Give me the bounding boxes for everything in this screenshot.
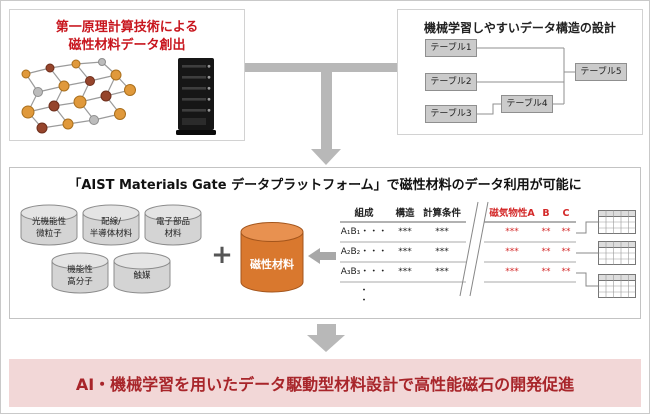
merge-arrow-vbar [321, 63, 332, 149]
data-table-grid-lines [340, 201, 598, 297]
schema-table-5: テーブル5 [575, 63, 627, 81]
server-icon [176, 58, 216, 135]
table-ellipsis-dot: ・ [359, 286, 369, 296]
cylinder-label-line1: 電子部品 [155, 217, 190, 228]
row2-mag-c: ** [561, 247, 571, 257]
row2-composition: A₂B₂・・・ [340, 247, 388, 257]
cylinder-label-line2: 微粒子 [36, 228, 62, 239]
mini-table-icon [598, 274, 636, 298]
down-arrow-head [307, 335, 345, 352]
schema-connector-lines [477, 47, 575, 115]
col-header-composition: 組成 [354, 208, 374, 219]
first-principles-box: 第一原理計算技術による 磁性材料データ創出 [9, 9, 245, 141]
first-principles-title: 第一原理計算技術による 磁性材料データ創出 [10, 19, 244, 55]
cylinder-label-line1: 光機能性 [31, 217, 66, 228]
first-principles-title-line2: 磁性材料データ創出 [68, 38, 186, 54]
plus-sign: + [211, 240, 233, 270]
cylinder-label-line2: 材料 [164, 228, 182, 239]
row3-mag-b: ** [541, 267, 551, 277]
database-cylinder-icon [113, 252, 171, 294]
cylinder-label: 配線/ 半導体材料 [82, 213, 140, 244]
row1-conditions: *** [435, 227, 449, 237]
database-cylinder-icon [20, 204, 78, 246]
col-header-structure: 構造 [395, 208, 415, 219]
data-structure-box: 機械学習しやすいデータ構造の設計 テーブル1 テーブル2 テーブル3 テーブル4… [397, 9, 643, 135]
col-header-magnetic-b: B [542, 208, 550, 219]
data-structure-title: 機械学習しやすいデータ構造の設計 [424, 21, 616, 35]
table-ellipsis-dot: ・ [359, 296, 369, 306]
conclusion-banner: AI・機械学習を用いたデータ駆動型材料設計で高性能磁石の開発促進 [9, 359, 641, 407]
row3-conditions: *** [435, 267, 449, 277]
col-header-magnetic-a: 磁気物性A [489, 208, 535, 219]
cylinder-label: 機能性 高分子 [51, 261, 109, 292]
schema-table-4: テーブル4 [501, 95, 553, 113]
merge-arrow-head [311, 149, 341, 165]
col-header-conditions: 計算条件 [422, 208, 461, 219]
cylinder-label-line2: 高分子 [67, 276, 93, 287]
database-cylinder-electronic-parts: 電子部品 材料 [144, 204, 202, 246]
platform-title: 「AIST Materials Gate データプラットフォーム」で磁性材料のデ… [68, 178, 582, 193]
row1-composition: A₁B₁・・・ [340, 227, 388, 237]
first-principles-title-line1: 第一原理計算技術による [55, 20, 199, 35]
row3-mag-c: ** [561, 267, 571, 277]
platform-box: 「AIST Materials Gate データプラットフォーム」で磁性材料のデ… [9, 167, 641, 319]
magnet-cylinder-label: 磁性材料 [240, 238, 304, 292]
schema-table-2: テーブル2 [425, 73, 477, 91]
row1-mag-a: *** [505, 227, 519, 237]
cylinder-label: 触媒 [113, 261, 171, 292]
cylinder-label-line1: 配線/ [101, 217, 121, 228]
cylinder-label-line1: 機能性 [67, 265, 93, 276]
database-cylinder-icon [144, 204, 202, 246]
mini-table-icon [598, 241, 636, 265]
row3-composition: A₃B₃・・・ [340, 267, 388, 277]
database-cylinder-icon [51, 252, 109, 294]
magnetic-materials-cylinder: 磁性材料 [240, 222, 304, 294]
crystal-structure-icon [21, 58, 136, 134]
mini-table-icon [598, 210, 636, 234]
magnet-label-text: 磁性材料 [250, 257, 294, 271]
row2-mag-a: *** [505, 247, 519, 257]
cylinder-label: 電子部品 材料 [144, 213, 202, 244]
row1-mag-b: ** [541, 227, 551, 237]
row1-structure: *** [398, 227, 412, 237]
database-cylinder-functional-polymer: 機能性 高分子 [51, 252, 109, 294]
row1-mag-c: ** [561, 227, 571, 237]
database-cylinder-photo-particles: 光機能性 微粒子 [20, 204, 78, 246]
row2-mag-b: ** [541, 247, 551, 257]
schema-table-3: テーブル3 [425, 105, 477, 123]
magnet-database-cylinder-icon [240, 222, 304, 293]
database-cylinder-icon [82, 204, 140, 246]
row2-structure: *** [398, 247, 412, 257]
left-arrow-head [308, 248, 320, 264]
database-cylinder-catalyst: 触媒 [113, 252, 171, 294]
schema-table-1: テーブル1 [425, 39, 477, 57]
left-arrow-tail [320, 252, 336, 260]
row3-mag-a: *** [505, 267, 519, 277]
database-cylinder-wiring-semiconductor: 配線/ 半導体材料 [82, 204, 140, 246]
row2-conditions: *** [435, 247, 449, 257]
down-arrow-stem [317, 324, 336, 335]
row3-structure: *** [398, 267, 412, 277]
cylinder-label-line1: 触媒 [133, 270, 151, 281]
cylinder-label-line2: 半導体材料 [89, 228, 133, 239]
cylinder-label: 光機能性 微粒子 [20, 213, 78, 244]
col-header-magnetic-c: C [562, 208, 570, 219]
